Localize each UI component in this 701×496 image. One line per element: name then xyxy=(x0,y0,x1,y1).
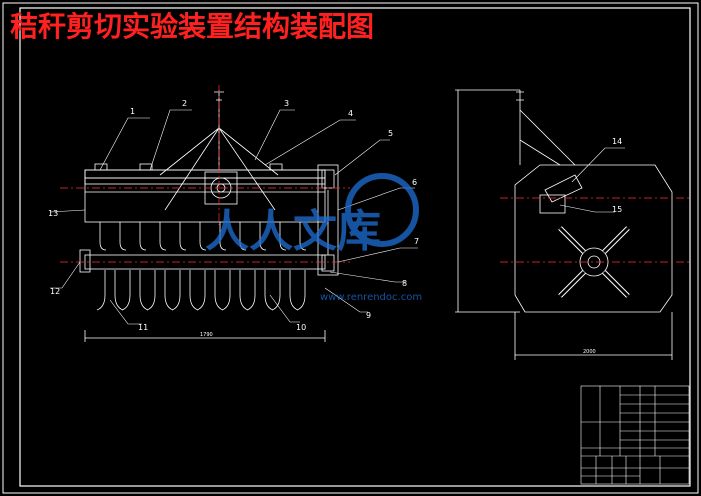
left-bearing xyxy=(79,249,91,273)
callout-9: 9 xyxy=(366,311,371,320)
watermark-glyphs: 人人文库 xyxy=(205,206,381,257)
front-centerlines xyxy=(60,85,350,263)
side-hitch xyxy=(516,90,524,165)
rotor-arms-inner xyxy=(558,226,630,298)
bracket-3 xyxy=(269,163,283,171)
callout-10: 10 xyxy=(296,323,306,332)
gear-housing xyxy=(539,194,566,214)
side-leaders xyxy=(559,147,625,213)
callout-8: 8 xyxy=(402,279,407,288)
bracket-1 xyxy=(94,163,108,171)
front-dim-label: 1790 xyxy=(200,332,213,338)
callout-11: 11 xyxy=(138,323,148,332)
callout-4: 4 xyxy=(348,109,353,118)
side-housing xyxy=(514,164,673,313)
callout-15: 15 xyxy=(612,205,622,214)
watermark-url: www.renrendoc.com xyxy=(320,292,422,303)
lower-blades xyxy=(96,270,306,311)
callout-6: 6 xyxy=(412,178,417,187)
side-centerlines xyxy=(500,197,690,263)
watermark: 人人文库 www.renrendoc.com xyxy=(205,173,422,303)
watermark-ring xyxy=(345,173,419,247)
callout-14: 14 xyxy=(612,137,622,146)
side-dim-label: 2000 xyxy=(583,349,596,355)
callout-13: 13 xyxy=(48,209,58,218)
callout-12: 12 xyxy=(50,287,60,296)
side-view xyxy=(455,89,673,360)
title-block-frame xyxy=(580,385,690,485)
bracket-2 xyxy=(139,163,153,171)
inner-border xyxy=(19,7,691,487)
side-drive-box xyxy=(317,164,339,276)
lower-blades-b xyxy=(114,270,299,311)
title-block xyxy=(580,385,690,485)
callout-2: 2 xyxy=(182,99,187,108)
side-sprocket-top xyxy=(321,169,335,189)
rotor-shaft xyxy=(84,254,326,270)
callout-7: 7 xyxy=(414,237,419,246)
main-frame xyxy=(84,169,326,223)
callout-5: 5 xyxy=(388,129,393,138)
upper-blades xyxy=(99,222,307,251)
callout-3: 3 xyxy=(284,99,289,108)
callout-1: 1 xyxy=(130,107,135,116)
side-brace xyxy=(519,109,576,166)
a-frame xyxy=(159,127,279,211)
drawing-title: 秸秆剪切实验装置结构装配图 xyxy=(10,10,375,43)
